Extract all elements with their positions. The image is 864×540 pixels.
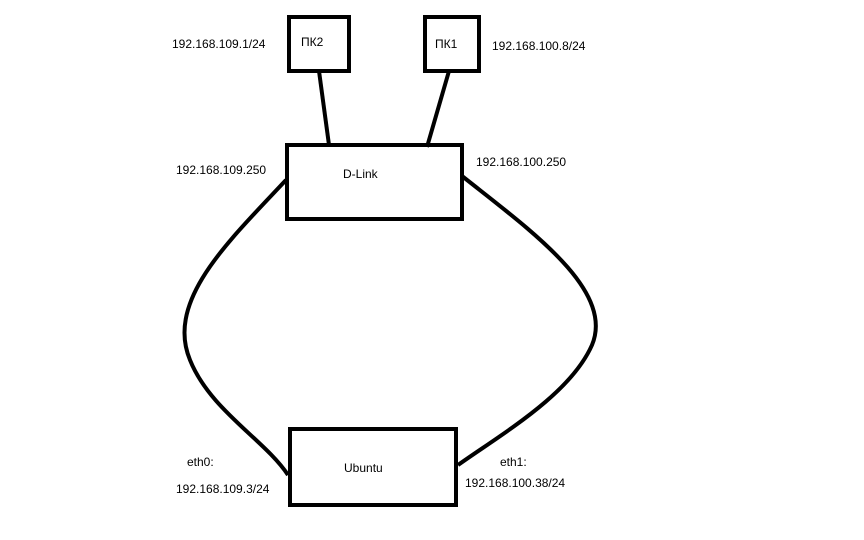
pk1-label: ПК1 — [435, 37, 458, 51]
pk1-ip: 192.168.100.8/24 — [492, 39, 586, 53]
link-dlink-ubuntu-eth0 — [182, 178, 290, 477]
dlink-label: D-Link — [343, 167, 378, 181]
dlink-ip-left: 192.168.109.250 — [176, 163, 267, 177]
dlink-box — [285, 143, 464, 221]
link-pk1-dlink — [425, 70, 451, 148]
dlink-ip-right: 192.168.100.250 — [476, 155, 567, 169]
pk2-ip: 192.168.109.1/24 — [172, 37, 266, 51]
link-pk2-dlink — [317, 70, 331, 146]
ubuntu-box — [288, 427, 458, 507]
pk1-box — [423, 15, 481, 73]
eth1-label: eth1: — [500, 455, 527, 469]
eth1-ip: 192.168.100.38/24 — [465, 476, 566, 490]
link-dlink-ubuntu-eth1 — [456, 174, 598, 467]
eth0-label: eth0: — [187, 455, 214, 469]
pk2-box — [287, 15, 351, 73]
ubuntu-label: Ubuntu — [344, 461, 383, 475]
eth0-ip: 192.168.109.3/24 — [176, 482, 270, 496]
pk2-label: ПК2 — [301, 35, 324, 49]
